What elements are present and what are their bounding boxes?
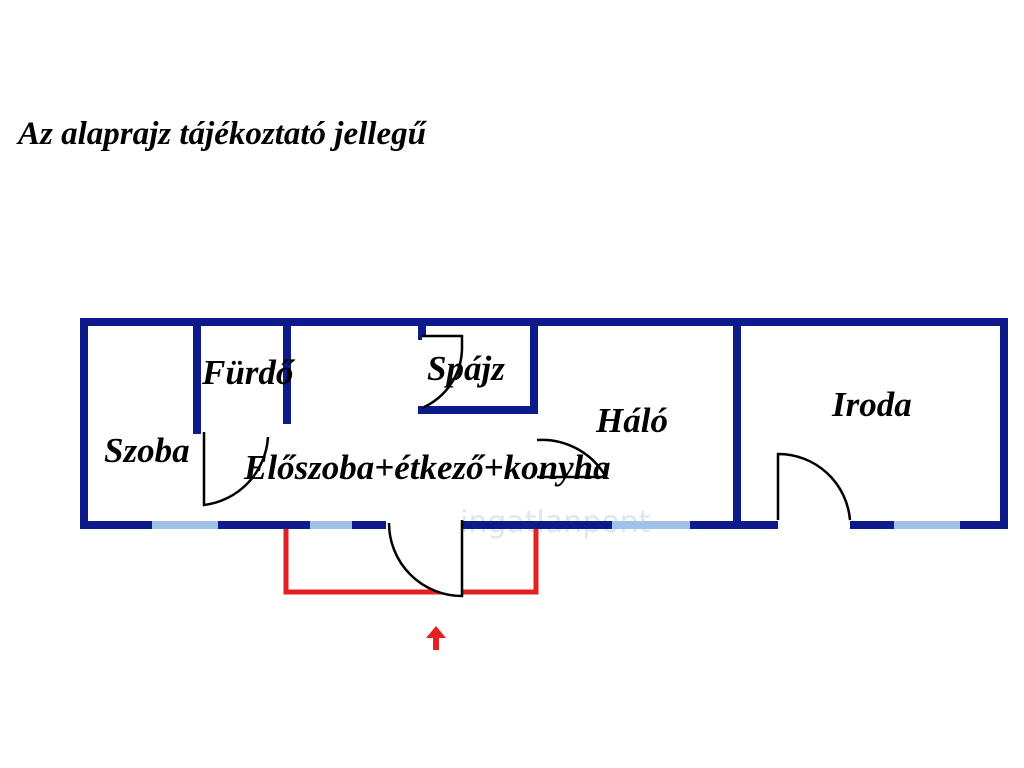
- door-swings: [202, 334, 852, 598]
- room-label-eloszoba: Előszoba+étkező+konyha: [243, 448, 611, 487]
- interior-walls: [193, 322, 741, 529]
- room-label-iroda: Iroda: [831, 385, 912, 424]
- door-szoba-furdo: [202, 432, 270, 507]
- room-label-spajz: Spájz: [427, 349, 505, 388]
- door-spajz: [421, 334, 464, 410]
- door-halo: [536, 438, 609, 479]
- door-iroda: [776, 452, 852, 521]
- room-label-furdo: Fürdő: [201, 353, 296, 392]
- plan-caption: Az alaprajz tájékoztató jellegű: [18, 116, 426, 152]
- outer-walls: [80, 318, 1008, 529]
- room-label-szoba: Szoba: [104, 431, 190, 470]
- room-label-halo: Háló: [595, 401, 668, 440]
- terrace-outline: [283, 528, 539, 595]
- door-main-entrance: [387, 520, 464, 598]
- entrance-arrow-icon: [426, 626, 446, 650]
